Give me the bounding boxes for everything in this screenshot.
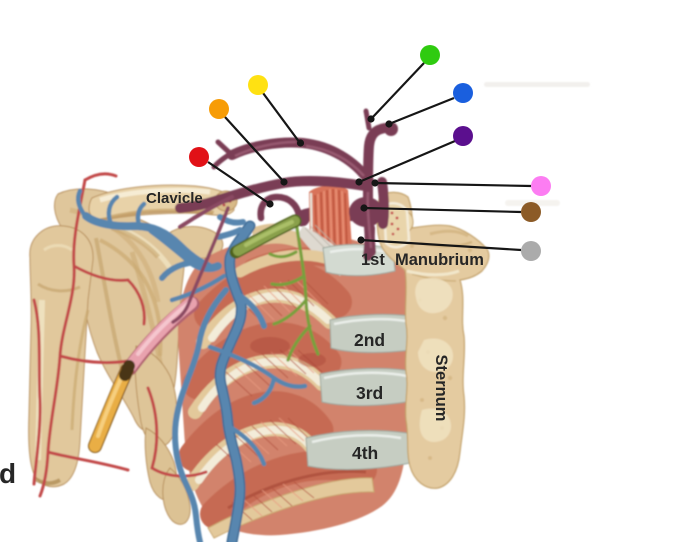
- svg-text:1st: 1st: [361, 251, 385, 269]
- svg-text:3rd: 3rd: [356, 383, 383, 403]
- svg-text:4th: 4th: [352, 443, 378, 463]
- svg-text:d: d: [0, 458, 16, 489]
- svg-text:2nd: 2nd: [354, 330, 385, 350]
- svg-text:Manubrium: Manubrium: [395, 251, 484, 269]
- svg-text:Clavicle: Clavicle: [146, 190, 203, 207]
- svg-text:Sternum: Sternum: [432, 355, 450, 422]
